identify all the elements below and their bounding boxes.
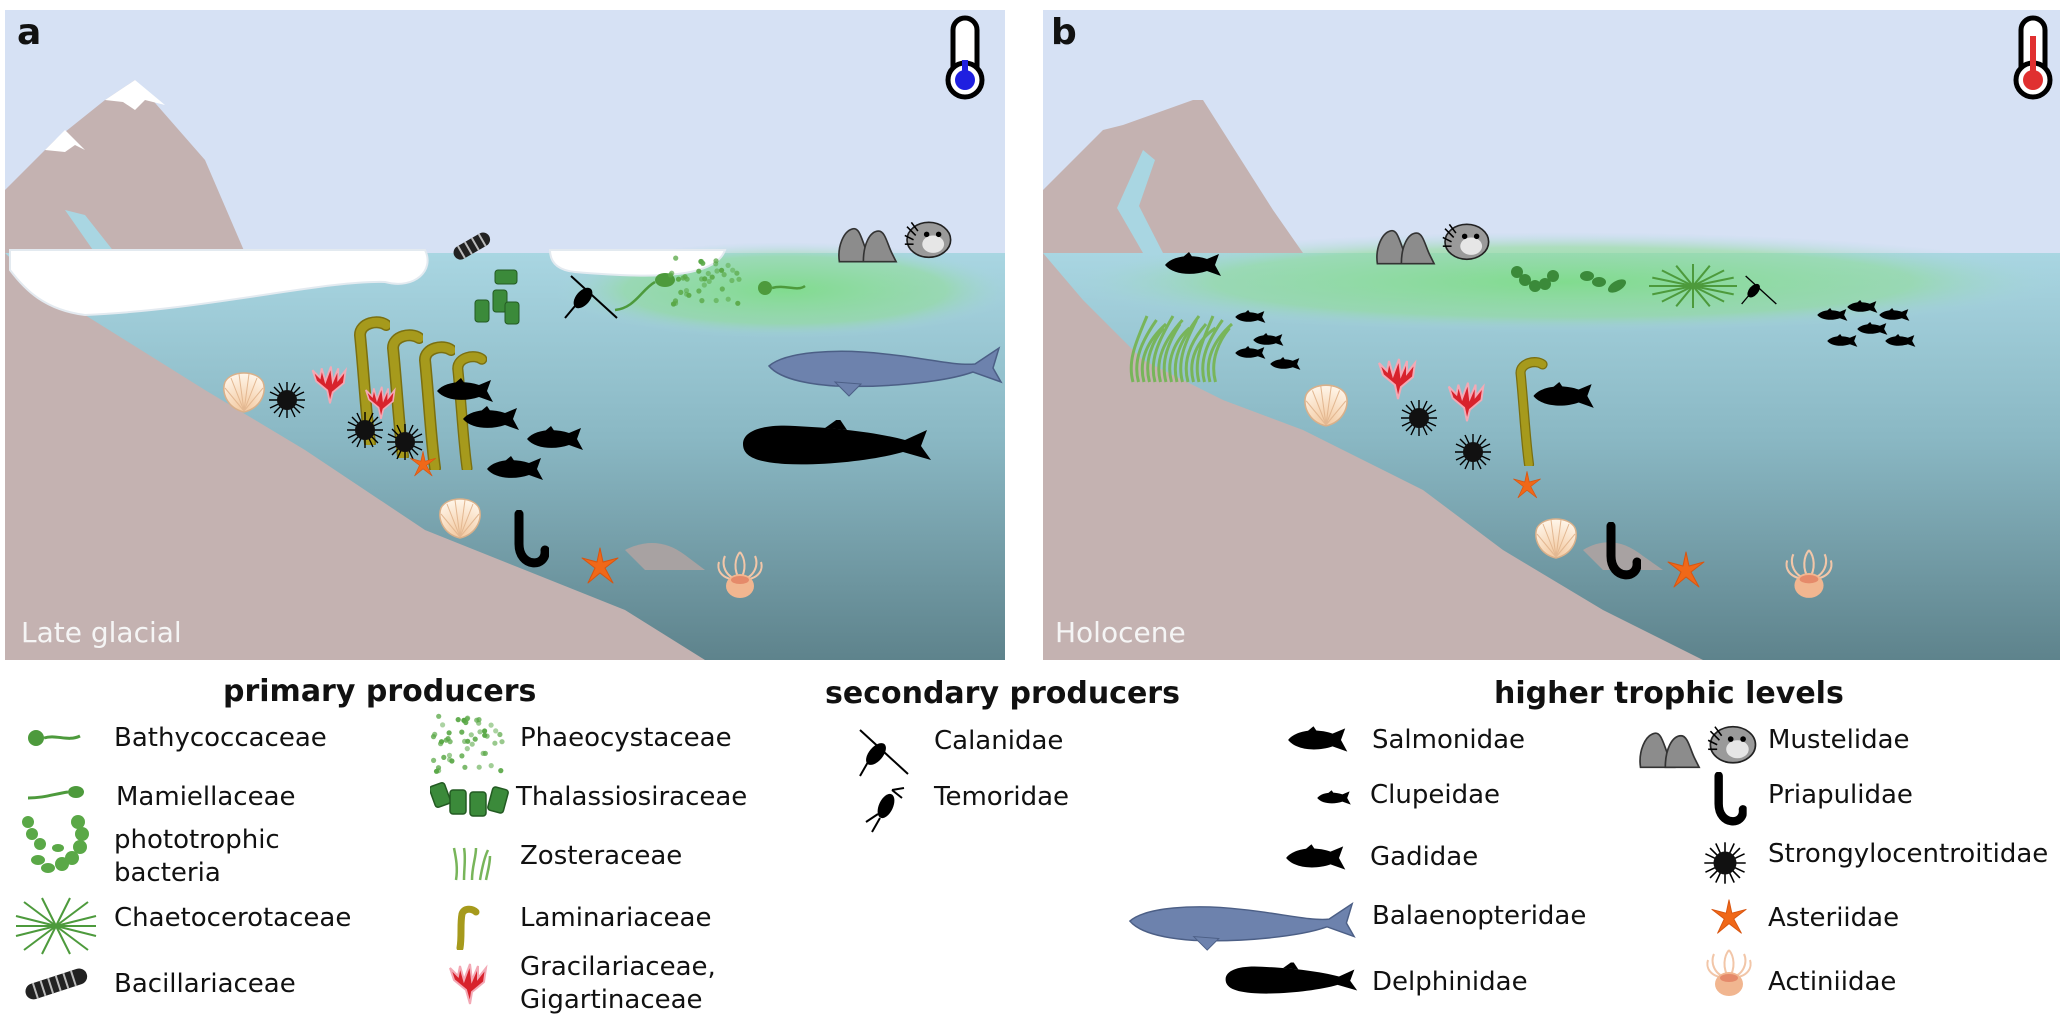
phototrophic-bacteria-icon: [22, 815, 89, 873]
otter-icon: [1636, 724, 1760, 770]
salmon-icon: [1286, 726, 1360, 754]
legend-item: Strongylocentroitidae: [1768, 839, 2049, 869]
legend-item: Temoridae: [934, 782, 1070, 812]
temoridae-icon: [865, 787, 905, 833]
legend-higher-title: higher trophic levels: [1494, 676, 1844, 711]
urchin-2: [1454, 433, 1492, 471]
legend-item: Laminariaceae: [520, 903, 712, 933]
legend-item: Priapulidae: [1768, 780, 1913, 810]
snow-cap-2: [45, 130, 85, 152]
urchin-icon: [1702, 840, 1748, 886]
legend-item: Phaeocystaceae: [520, 723, 732, 753]
legend-secondary-title: secondary producers: [825, 676, 1180, 711]
phytoplankton-bloom: [1063, 232, 2060, 332]
snow-cap: [105, 80, 165, 110]
panel-a-scene: [5, 10, 1005, 660]
bathycoccaceae-icon: [28, 730, 81, 746]
panel-b-holocene: b Holocene: [1043, 10, 2060, 660]
urchin-1: [1400, 399, 1438, 437]
legend-item: Bacillariaceae: [114, 969, 296, 999]
legend-item: Salmonidae: [1372, 725, 1526, 755]
thalassiosiraceae: [474, 269, 520, 325]
legend-item: Chaetocerotaceae: [114, 903, 352, 933]
legend-item: Asteriidae: [1768, 903, 1900, 933]
phaeocystaceae-icon: [430, 713, 505, 774]
seafloor-rock: [625, 543, 705, 570]
mountain: [1043, 100, 1303, 253]
legend-item: Gadidae: [1370, 842, 1479, 872]
cod-icon: [1284, 844, 1358, 872]
panel-b-scene: [1043, 10, 2060, 660]
thalassiosiraceae-icon: [430, 782, 509, 817]
legend-item: Mamiellaceae: [116, 782, 296, 812]
glacier-stream: [65, 210, 115, 253]
seafloor: [1043, 253, 1703, 660]
era-label: Holocene: [1055, 616, 1186, 649]
legend-item: Gracilariaceae,Gigartinaceae: [520, 952, 716, 1015]
zosteraceae-icon: [452, 847, 492, 881]
legend-item: Thalassiosiraceae: [516, 782, 748, 812]
urchin-1: [268, 381, 306, 419]
era-label: Late glacial: [21, 616, 182, 649]
legend-item: Clupeidae: [1370, 780, 1501, 810]
anemone-icon: [1704, 948, 1754, 998]
legend-item: Actiniidae: [1768, 967, 1897, 997]
panel-letter: a: [17, 12, 42, 53]
mountain: [5, 80, 245, 253]
urchin-2: [346, 411, 384, 449]
bacillariaceae-icon: [25, 968, 88, 1000]
legend-item: Zosteraceae: [520, 841, 683, 871]
bacillariaceae: [453, 232, 491, 260]
bathycoccaceae: [758, 281, 806, 295]
herring-icon: [1316, 790, 1358, 806]
seafloor: [5, 253, 705, 660]
calanidae-icon: [859, 729, 909, 777]
whale-icon: [1126, 894, 1358, 952]
chaetocerotaceae: [1649, 264, 1737, 308]
meltwater-stream: [1117, 150, 1163, 253]
legend-primary-title: primary producers: [223, 674, 537, 709]
starfish-icon: [1708, 898, 1750, 936]
priapulid-icon: [1708, 772, 1748, 828]
legend-item: Balaenopteridae: [1372, 901, 1587, 931]
cold-thermometer-icon: [945, 15, 985, 100]
legend-item: Bathycoccaceae: [114, 723, 327, 753]
seafloor-rock: [1583, 542, 1663, 570]
mamiellaceae-icon: [27, 786, 84, 800]
phototrophic-bacteria: [1511, 266, 1627, 293]
legend-item: Mustelidae: [1768, 725, 1910, 755]
dolphin-icon: [1220, 960, 1360, 1000]
red-algae-icon: [449, 963, 488, 1005]
legend-item: Calanidae: [934, 726, 1064, 756]
ice-shelf: [9, 249, 429, 317]
legend-item: Delphinidae: [1372, 967, 1528, 997]
chaetocerotaceae-icon: [15, 897, 97, 955]
panel-a-late-glacial: a Late glacial: [5, 10, 1005, 660]
urchin-3: [386, 423, 424, 461]
laminariaceae-icon: [456, 905, 480, 950]
zosteraceae: [1129, 315, 1233, 383]
warm-thermometer-icon: [2013, 15, 2053, 100]
panel-letter: b: [1051, 12, 1077, 53]
phaeocystaceae: [667, 255, 742, 307]
